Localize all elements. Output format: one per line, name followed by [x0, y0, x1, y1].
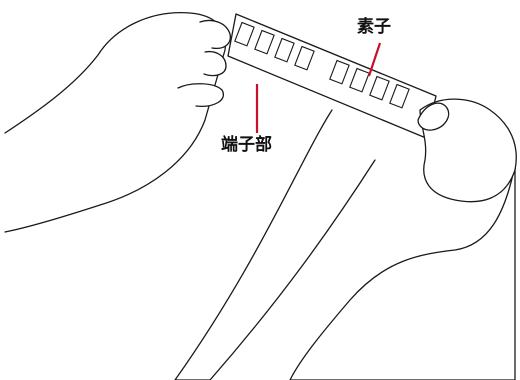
- left-arm: [4, 12, 227, 233]
- memory-chip: [294, 45, 315, 71]
- memory-chip: [349, 67, 370, 93]
- memory-chip: [369, 75, 390, 101]
- left-hand: [177, 19, 231, 107]
- memory-chip: [389, 83, 410, 109]
- memory-chip: [234, 21, 255, 47]
- right-thumb: [417, 102, 450, 131]
- memory-chip: [274, 37, 295, 63]
- element-label: 素子: [357, 17, 391, 37]
- element-leader-line: [367, 42, 382, 77]
- memory-chip: [254, 29, 275, 55]
- right-arm: [289, 164, 516, 380]
- right-arm-lower: [174, 109, 376, 380]
- terminal-label: 端子部: [221, 135, 272, 155]
- memory-chip: [329, 59, 350, 85]
